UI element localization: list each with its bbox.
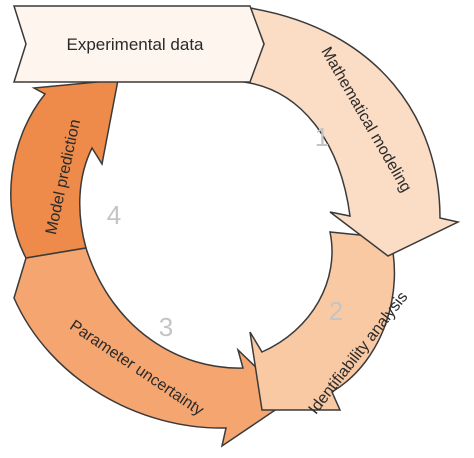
step-3-number: 3 <box>159 312 173 342</box>
experimental-data-label: Experimental data <box>66 35 204 54</box>
segment-mathematical-modeling <box>242 7 461 257</box>
experimental-data-box <box>12 5 265 83</box>
segment-model-prediction <box>10 79 119 259</box>
step-2-number: 2 <box>329 296 343 326</box>
step-4-number: 4 <box>107 200 121 230</box>
segment-identifiability-analysis <box>249 231 396 411</box>
segment-parameter-uncertainty <box>13 247 292 448</box>
step-1-number: 1 <box>315 122 329 152</box>
